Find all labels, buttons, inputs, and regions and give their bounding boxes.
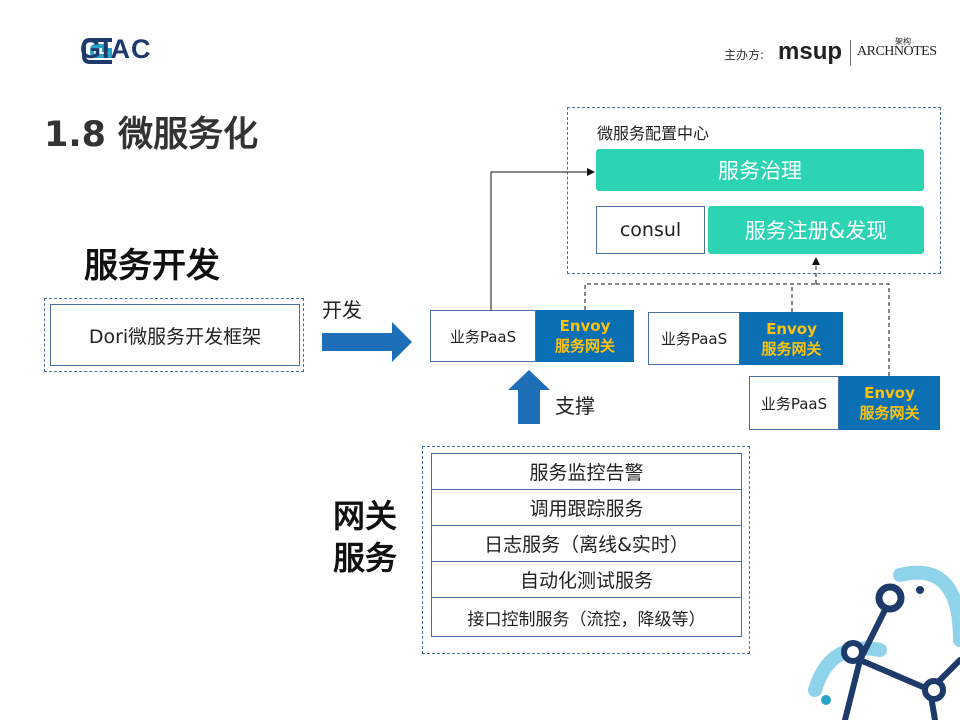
paas-group-3: 业务PaaS Envoy 服务网关 — [749, 376, 940, 430]
sponsor-divider — [850, 40, 851, 66]
section-gateway-line2: 服务 — [333, 539, 398, 577]
gateway-service-item: 服务监控告警 — [431, 453, 742, 490]
gateway-services-list: 服务监控告警 调用跟踪服务 日志服务（离线&实时） 自动化测试服务 接口控制服务… — [431, 453, 742, 637]
paas-label: 业务PaaS — [648, 312, 740, 365]
paas-group-1: 业务PaaS Envoy 服务网关 — [430, 310, 634, 362]
service-governance-box: 服务治理 — [596, 149, 924, 191]
support-arrow — [508, 370, 550, 424]
paas-label: 业务PaaS — [430, 310, 536, 362]
gateway-service-item: 自动化测试服务 — [431, 561, 742, 598]
gateway-service-item: 调用跟踪服务 — [431, 489, 742, 526]
paas-group-2: 业务PaaS Envoy 服务网关 — [648, 312, 843, 365]
governance-connector — [490, 168, 595, 310]
section-service-dev: 服务开发 — [84, 246, 220, 286]
config-center-frame — [567, 107, 941, 274]
develop-arrow — [322, 322, 412, 362]
registry-connector-1 — [584, 283, 816, 310]
section-gateway-services: 网关 服务 — [333, 495, 397, 579]
envoy-title: Envoy — [864, 384, 915, 402]
develop-arrow-label: 开发 — [322, 298, 362, 322]
envoy-gateway-box: Envoy 服务网关 — [740, 312, 843, 365]
consul-box: consul — [596, 206, 705, 254]
molecule-decoration-icon — [808, 565, 960, 720]
section-gateway-line1: 网关 — [333, 497, 398, 535]
envoy-subtitle: 服务网关 — [761, 339, 822, 358]
envoy-subtitle: 服务网关 — [554, 337, 615, 355]
envoy-gateway-box: Envoy 服务网关 — [536, 310, 634, 362]
dori-frame-outer — [44, 298, 304, 372]
support-arrow-label: 支撑 — [555, 394, 595, 418]
gateway-services-frame — [422, 446, 750, 654]
registry-connector-3 — [816, 283, 890, 376]
msup-logo: msup — [778, 38, 843, 65]
paas-label: 业务PaaS — [749, 376, 839, 430]
envoy-title: Envoy — [766, 319, 817, 338]
archnotes-logo: ARCHNOTES — [857, 44, 937, 59]
archnotes-logo-small: 架构 — [895, 37, 911, 46]
sponsor-label: 主办方: — [724, 48, 765, 62]
envoy-subtitle: 服务网关 — [859, 404, 920, 422]
envoy-title: Envoy — [559, 317, 611, 335]
envoy-gateway-box: Envoy 服务网关 — [839, 376, 940, 430]
giac-logo-icon — [82, 38, 112, 64]
dori-framework-box: Dori微服务开发框架 — [50, 304, 300, 366]
gateway-service-item: 接口控制服务（流控，降级等） — [431, 597, 742, 637]
config-center-title: 微服务配置中心 — [597, 124, 710, 143]
slide-title: 1.8 微服务化 — [44, 115, 259, 155]
service-registry-box: 服务注册&发现 — [708, 206, 924, 254]
giac-logo-text: GIAC — [80, 34, 152, 64]
